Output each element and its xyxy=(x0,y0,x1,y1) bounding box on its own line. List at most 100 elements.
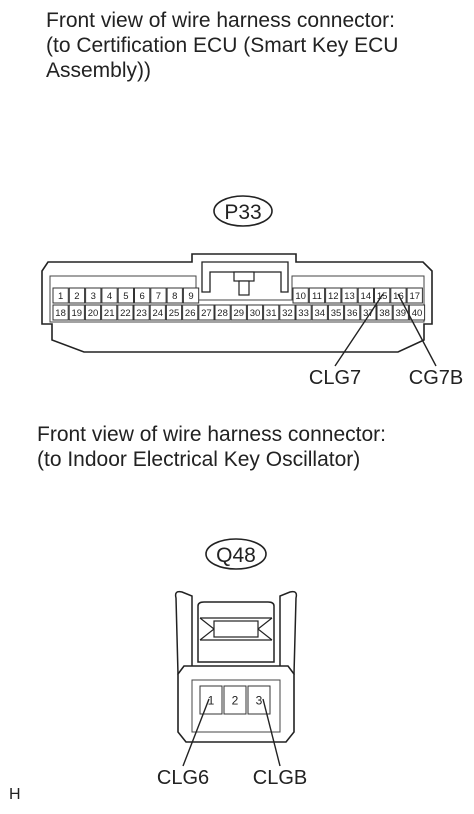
pin-cell xyxy=(68,287,86,304)
pin-number: 36 xyxy=(347,308,358,319)
caption-line: (to Certification ECU (Smart Key ECU xyxy=(46,34,399,57)
pin-19: 19 xyxy=(68,304,85,321)
pin-cell xyxy=(84,304,102,321)
pin-number: 18 xyxy=(55,308,66,319)
pin-number: 1 xyxy=(208,693,215,707)
pin-number: 11 xyxy=(312,291,322,302)
p33-top-row-right: 1011121314151617 xyxy=(292,287,423,304)
pin-cell xyxy=(344,304,361,321)
pin-3: 3 xyxy=(85,287,102,304)
pin-number: 20 xyxy=(88,308,99,319)
pin-cell xyxy=(341,287,358,304)
pin-31: 31 xyxy=(263,304,280,321)
pin-2: 2 xyxy=(68,287,86,304)
pin-17: 17 xyxy=(406,287,423,304)
pin-number: 3 xyxy=(91,291,96,302)
pin-cell xyxy=(165,304,183,321)
p33-inner-outline xyxy=(49,275,425,323)
pin-11: 11 xyxy=(308,287,326,304)
caption-line: Front view of wire harness connector: xyxy=(37,423,386,446)
pin-cell xyxy=(198,304,215,321)
pin-cell xyxy=(327,304,345,321)
pin-2: 2 xyxy=(223,685,247,715)
pin-number: 39 xyxy=(396,308,407,319)
caption-line: (to Indoor Electrical Key Oscillator) xyxy=(37,448,361,471)
pin-number: 10 xyxy=(295,291,306,302)
q48-callout-line-clgb xyxy=(262,698,281,767)
pin-cell xyxy=(246,304,264,321)
connector1-caption: Front view of wire harness connector: (t… xyxy=(46,8,398,83)
pin-5: 5 xyxy=(117,287,134,304)
pin-number: 26 xyxy=(185,308,196,319)
pin-33: 33 xyxy=(295,304,312,321)
pin-number: 1 xyxy=(58,291,63,302)
connector2-caption: Front view of wire harness connector: (t… xyxy=(37,422,386,472)
pin-cell xyxy=(182,304,199,321)
caption-line: Assembly)) xyxy=(46,59,152,82)
pin-cell xyxy=(311,304,328,321)
q48-id-oval xyxy=(205,538,267,570)
pin-1: 1 xyxy=(199,685,223,715)
pin-35: 35 xyxy=(327,304,345,321)
pin-cell xyxy=(166,287,183,304)
pin-number: 12 xyxy=(328,291,339,302)
pin-number: 32 xyxy=(282,308,293,319)
caption-line: Front view of wire harness connector: xyxy=(46,9,395,32)
q48-callout-clg6: CLG6 xyxy=(157,767,209,789)
pin-cell xyxy=(133,304,150,321)
pin-number: 2 xyxy=(232,693,239,707)
pin-cell xyxy=(117,287,134,304)
p33-lock-latch xyxy=(201,261,289,293)
pin-28: 28 xyxy=(214,304,231,321)
pin-number: 35 xyxy=(331,308,342,319)
pin-24: 24 xyxy=(149,304,166,321)
pin-number: 16 xyxy=(393,291,404,302)
pin-cell xyxy=(101,287,118,304)
pin-cell xyxy=(117,304,134,321)
pin-number: 30 xyxy=(250,308,261,319)
pin-18: 18 xyxy=(52,304,69,321)
pin-cell xyxy=(52,304,69,321)
pin-20: 20 xyxy=(84,304,102,321)
pin-cell xyxy=(279,304,296,321)
pin-23: 23 xyxy=(133,304,150,321)
pin-26: 26 xyxy=(182,304,199,321)
pin-12: 12 xyxy=(325,287,342,304)
pin-number: 22 xyxy=(120,308,131,319)
pin-34: 34 xyxy=(311,304,328,321)
pin-cell xyxy=(85,287,102,304)
p33-callout-cg7b: CG7B xyxy=(409,367,463,389)
pin-number: 13 xyxy=(344,291,355,302)
pin-32: 32 xyxy=(279,304,296,321)
pin-number: 38 xyxy=(379,308,390,319)
pin-14: 14 xyxy=(357,287,375,304)
pin-number: 8 xyxy=(172,291,177,302)
pin-number: 14 xyxy=(361,291,372,302)
pin-cell xyxy=(295,304,312,321)
p33-id-oval xyxy=(213,195,273,227)
pin-number: 9 xyxy=(188,291,193,302)
pin-27: 27 xyxy=(198,304,215,321)
pin-21: 21 xyxy=(101,304,118,321)
pin-number: 3 xyxy=(256,693,263,707)
pin-number: 23 xyxy=(136,308,147,319)
pin-22: 22 xyxy=(117,304,134,321)
pin-number: 5 xyxy=(123,291,128,302)
p33-callout-line-cg7b xyxy=(397,293,437,367)
q48-id-label: Q48 xyxy=(216,544,256,567)
pin-number: 31 xyxy=(266,308,277,319)
pin-number: 40 xyxy=(412,308,423,319)
pin-cell xyxy=(223,685,247,715)
pin-29: 29 xyxy=(230,304,247,321)
pin-cell xyxy=(360,304,377,321)
q48-lock-tab xyxy=(213,620,259,638)
pin-cell xyxy=(325,287,342,304)
pin-number: 21 xyxy=(104,308,115,319)
pin-40: 40 xyxy=(408,304,426,321)
pin-9: 9 xyxy=(182,287,200,304)
pin-30: 30 xyxy=(246,304,264,321)
pin-6: 6 xyxy=(134,287,151,304)
